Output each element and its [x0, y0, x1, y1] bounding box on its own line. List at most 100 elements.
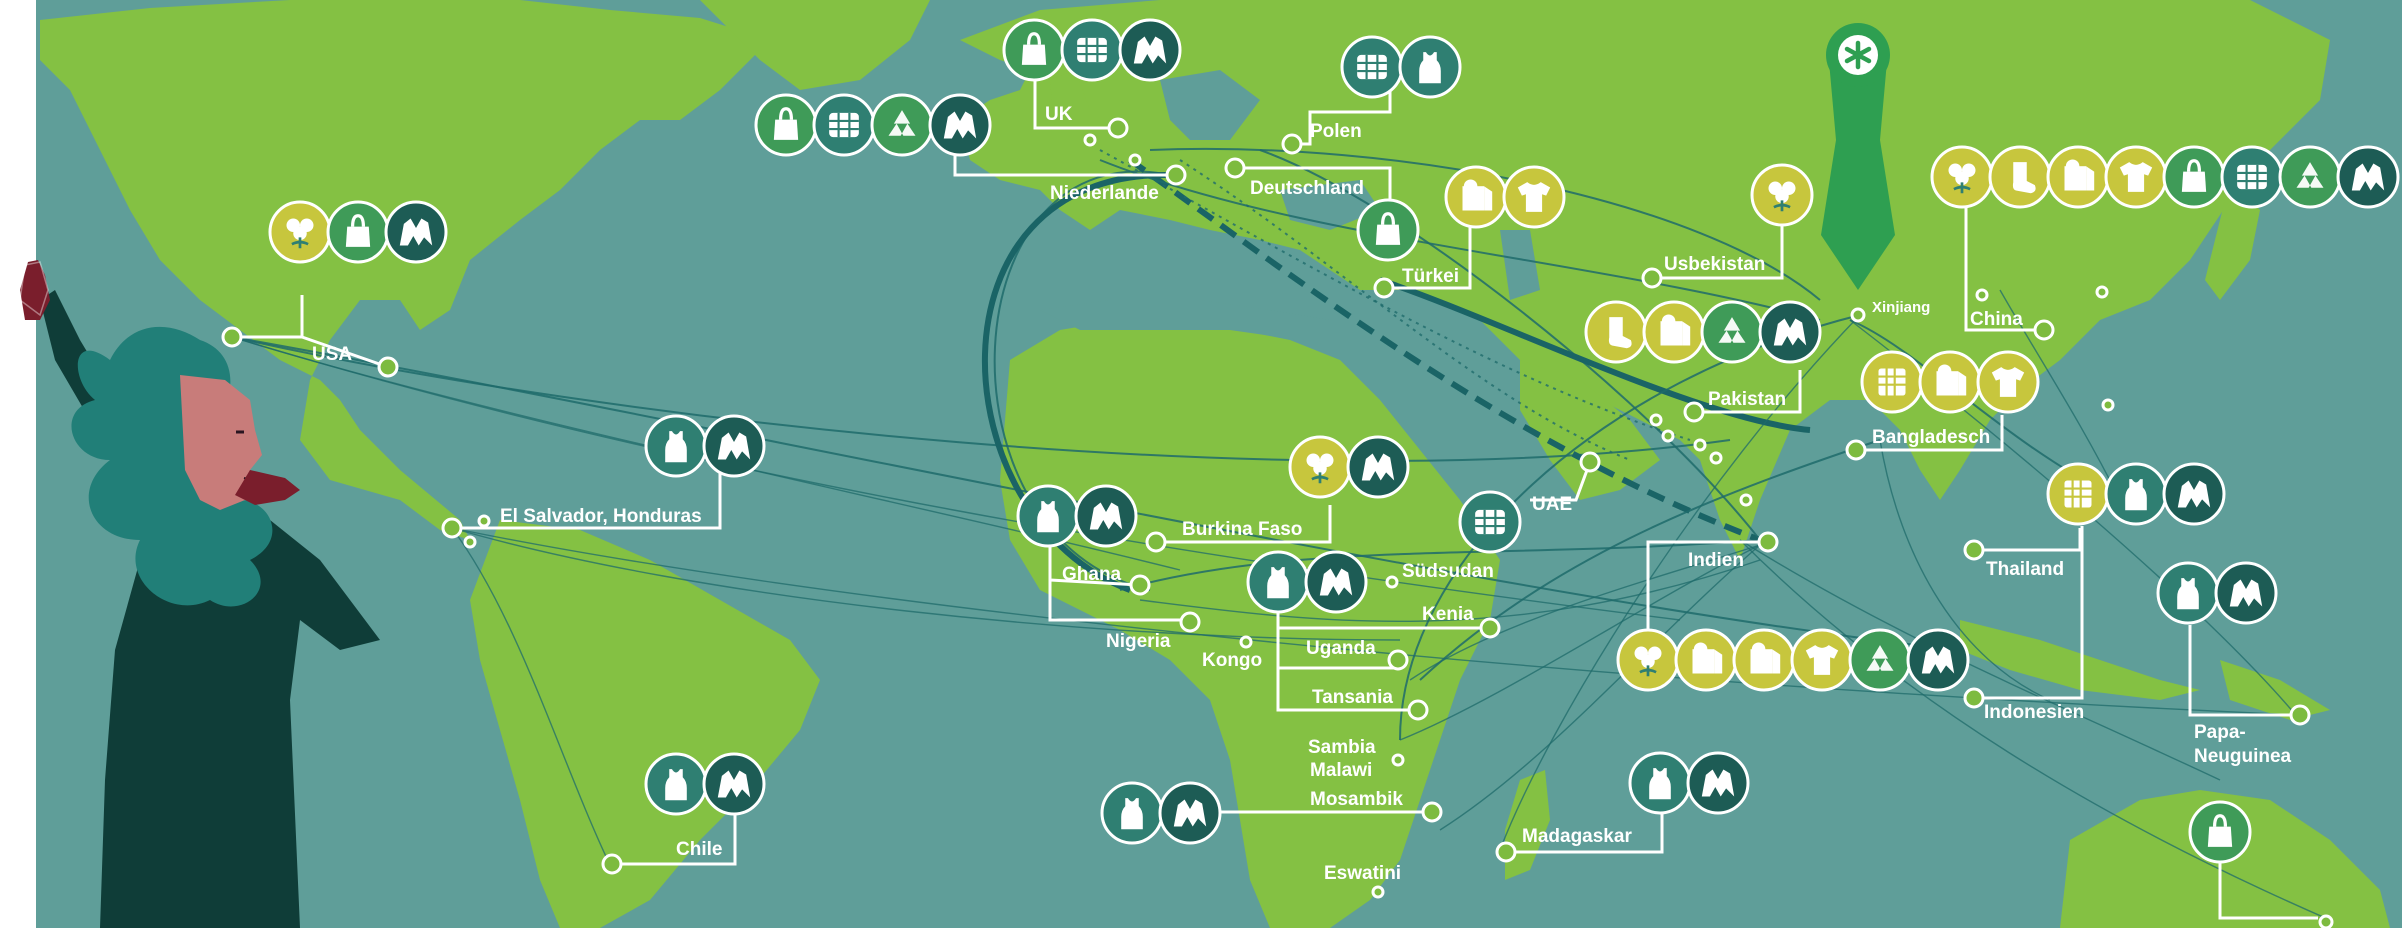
fabric-roll-icon: [1444, 165, 1508, 229]
place-china: China: [1964, 205, 2115, 412]
textile-waste-icon: [2214, 561, 2278, 625]
britain: [1050, 70, 1090, 140]
yarn-icon: [1860, 350, 1924, 414]
badge-group-uk: [1002, 18, 1182, 82]
label-papua-2: Neuguinea: [2194, 746, 2292, 767]
label-malawi: Malawi: [1310, 760, 1372, 781]
place-australia: [2218, 860, 2334, 928]
tshirt-icon: [1502, 165, 1566, 229]
recycle-icon: [870, 93, 934, 157]
label-tansania: Tansania: [1312, 687, 1393, 708]
japan: [2205, 180, 2260, 300]
indonesia: [1960, 620, 2200, 700]
label-usa: USA: [312, 344, 352, 365]
person-illustration: [19, 260, 380, 928]
xinjiang-marker: [1821, 23, 1895, 290]
bale-icon: [2220, 145, 2284, 209]
tank-top-icon: [1100, 781, 1164, 845]
south-america: [470, 520, 820, 928]
place-usbekistan: Usbekistan: [1641, 210, 1784, 289]
tank-top-icon: [1016, 484, 1080, 548]
label-polen: Polen: [1310, 121, 1362, 142]
cotton-icon: [1930, 145, 1994, 209]
place-burkina-faso: Burkina Faso: [1145, 505, 1332, 553]
label-usbekistan: Usbekistan: [1664, 254, 1765, 275]
place-tuerkei: Türkei: [1373, 218, 1472, 299]
hand-raised: [20, 260, 50, 320]
badge-group-china: [1930, 145, 2400, 209]
tote-bag-icon: [1356, 198, 1420, 262]
cotton-icon: [1750, 163, 1814, 227]
label-ghana: Ghana: [1062, 564, 1122, 585]
label-xinjiang: Xinjiang: [1872, 299, 1930, 316]
place-el-salvador: El Salvador, Honduras: [441, 455, 722, 549]
fabric-roll-icon: [1642, 300, 1706, 364]
textile-waste-icon: [928, 93, 992, 157]
label-pakistan: Pakistan: [1708, 389, 1786, 410]
yarn-icon: [2046, 462, 2110, 526]
label-uk: UK: [1045, 104, 1073, 125]
textile-waste-icon: [2162, 462, 2226, 526]
tank-top-icon: [1246, 550, 1310, 614]
textile-waste-icon: [1906, 628, 1970, 692]
place-sambia-malawi: Sambia Malawi: [1308, 737, 1405, 781]
label-indonesien: Indonesien: [1984, 702, 2084, 723]
place-suedsudan: Südsudan: [1385, 561, 1494, 589]
badge-group-polen: [1340, 35, 1462, 99]
place-east-africa: Kenia Uganda Tansania: [1276, 590, 1501, 721]
label-kenia: Kenia: [1422, 604, 1474, 625]
recycle-icon: [2278, 145, 2342, 209]
label-chile: Chile: [676, 839, 722, 860]
badge-group-australien: [2188, 800, 2252, 864]
cotton-icon: [268, 200, 332, 264]
badge-group-usa: [268, 200, 448, 264]
label-thailand: Thailand: [1986, 559, 2064, 580]
place-papua: Papa- Neuguinea: [2188, 625, 2311, 767]
tote-bag-icon: [1002, 18, 1066, 82]
label-indien: Indien: [1688, 550, 1744, 571]
textile-waste-icon: [384, 200, 448, 264]
place-ghana: Ghana: [1048, 545, 1201, 633]
badge-group-ghana: [1016, 484, 1138, 548]
place-xinjiang: Xinjiang: [1850, 299, 1930, 323]
badge-group-kenia: [1246, 550, 1368, 614]
fabric-roll-icon: [1732, 628, 1796, 692]
place-pakistan: Pakistan: [1649, 370, 1802, 465]
place-eswatini: Eswatini: [1324, 863, 1401, 899]
tshirt-icon: [2104, 145, 2168, 209]
badge-group-bangladesch: [1860, 350, 2040, 414]
label-mosambik: Mosambik: [1310, 789, 1403, 810]
label-uae: UAE: [1532, 494, 1572, 515]
place-bangladesch: Bangladesch: [1845, 415, 2004, 461]
tote-bag-icon: [2162, 145, 2226, 209]
badge-group-papua-neuguinea: [2156, 561, 2278, 625]
fabric-roll-icon: [1674, 628, 1738, 692]
fabric-roll-icon: [1918, 350, 1982, 414]
tshirt-icon: [1790, 628, 1854, 692]
badge-group-thailand: [2046, 462, 2226, 526]
tank-top-icon: [2156, 561, 2220, 625]
bale-icon: [1340, 35, 1404, 99]
place-thailand: Thailand: [1963, 528, 2082, 580]
place-indien: Indien: [1646, 493, 1779, 630]
label-suedsudan: Südsudan: [1402, 561, 1494, 582]
badge-group-chile: [644, 752, 766, 816]
tank-top-icon: [1398, 35, 1462, 99]
label-kongo: Kongo: [1202, 650, 1262, 671]
textile-waste-icon: [1118, 18, 1182, 82]
textile-waste-icon: [1346, 435, 1410, 499]
badge-group-indien: [1616, 628, 1970, 692]
label-papua-1: Papa-: [2194, 722, 2246, 743]
icon-badges: [268, 18, 2400, 864]
badge-group-el-salvador-honduras: [644, 414, 766, 478]
badge-group-usbekistan: [1750, 163, 1814, 227]
tote-bag-icon: [326, 200, 390, 264]
bale-icon: [1458, 490, 1522, 554]
sock-icon: [1584, 300, 1648, 364]
place-kongo: Kongo: [1202, 635, 1262, 671]
badge-group-pakistan: [1584, 300, 1822, 364]
tank-top-icon: [1628, 751, 1692, 815]
face: [180, 375, 262, 510]
recycle-icon: [1848, 628, 1912, 692]
place-deutschland: Deutschland: [1224, 157, 1392, 202]
